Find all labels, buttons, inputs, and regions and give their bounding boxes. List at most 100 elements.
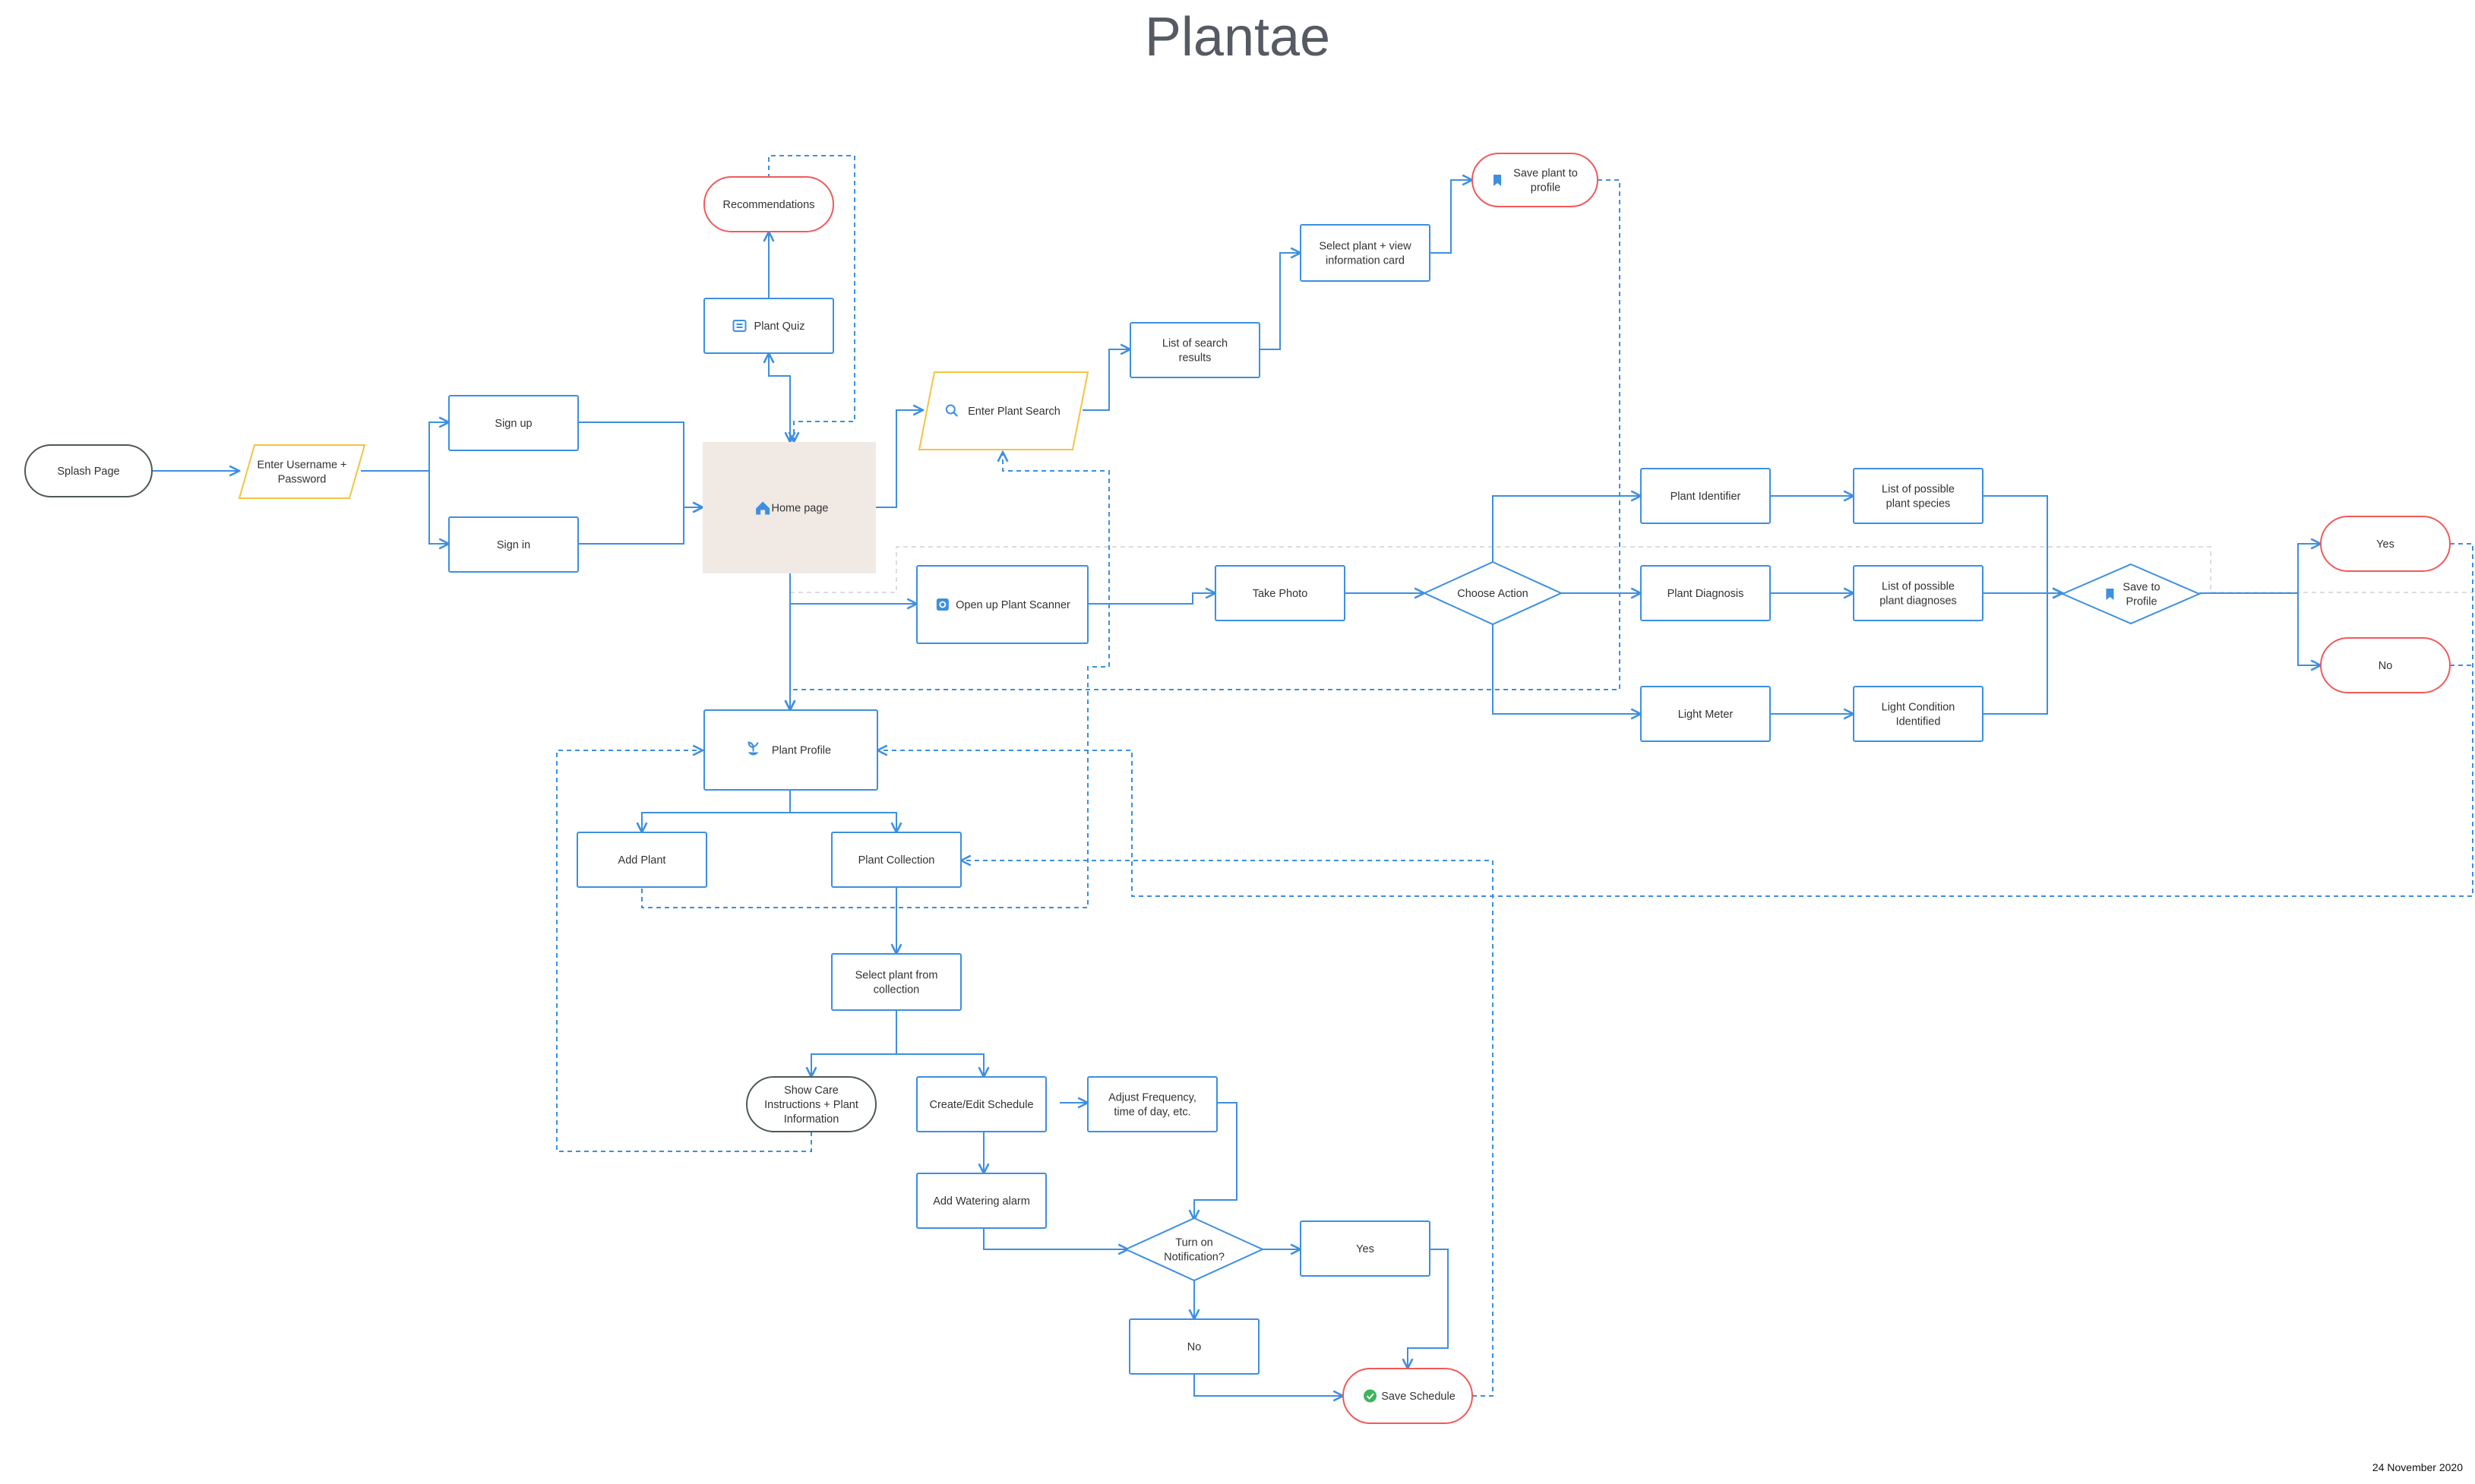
node-signup[interactable]: Sign up (448, 395, 579, 451)
node-label: Enter Plant Search (968, 406, 1060, 418)
node-label: Yes (2376, 538, 2394, 551)
node-schedule[interactable]: Create/Edit Schedule (916, 1076, 1047, 1132)
node-home[interactable]: Home page (703, 442, 876, 573)
connector (876, 410, 923, 508)
connector (983, 1227, 1128, 1249)
node-collection[interactable]: Plant Collection (831, 832, 962, 888)
connector (811, 1010, 897, 1077)
home-icon (756, 501, 770, 515)
node-signin[interactable]: Sign in (448, 516, 579, 573)
node-label: Create/Edit Schedule (929, 1099, 1033, 1111)
node-identifier[interactable]: Plant Identifier (1640, 468, 1771, 524)
connector (642, 790, 791, 832)
node-quiz[interactable]: Plant Quiz (703, 298, 834, 354)
connector (578, 422, 703, 507)
node-label: Add Watering alarm (933, 1195, 1030, 1208)
node-splash[interactable]: Splash Page (24, 444, 153, 497)
connector (361, 422, 449, 472)
node-save-schedule[interactable]: Save Schedule (1342, 1368, 1473, 1424)
node-label: Sign up (495, 418, 532, 430)
connector (578, 507, 703, 545)
connector (769, 353, 791, 442)
connector (1430, 180, 1472, 254)
node-scanner[interactable]: Open up Plant Scanner (916, 565, 1089, 644)
scanner-icon (936, 598, 949, 611)
connector (2297, 593, 2321, 665)
connector (1194, 1102, 1238, 1220)
node-take-photo[interactable]: Take Photo (1215, 565, 1345, 621)
diagram-title: Plantae (1144, 7, 1331, 68)
connector (789, 573, 917, 604)
node-add-plant[interactable]: Add Plant (577, 832, 707, 888)
node-label: Home page (772, 503, 829, 515)
node-recommendations[interactable]: Recommendations (703, 176, 834, 232)
connector (877, 543, 2473, 897)
node-alarm[interactable]: Add Watering alarm (916, 1173, 1047, 1229)
connector (896, 1053, 984, 1077)
node-label: Sign in (497, 539, 530, 551)
diagram-date: 24 November 2020 (2372, 1461, 2463, 1473)
node-label: Plant Quiz (754, 320, 805, 333)
node-search[interactable]: Enter Plant Search (918, 371, 1089, 450)
node-choose-action[interactable]: Choose Action (1422, 560, 1563, 626)
connector (1492, 624, 1641, 714)
node-label: Splash Page (57, 466, 119, 478)
connector (790, 812, 896, 832)
node-light-meter[interactable]: Light Meter (1640, 686, 1771, 742)
node-adjust[interactable]: Adjust Frequency,time of day, etc. (1087, 1076, 1218, 1132)
search-icon (945, 404, 959, 417)
node-label: Take Photo (1253, 588, 1308, 600)
connector (790, 179, 1620, 710)
connector (1088, 593, 1215, 605)
connector (1492, 496, 1641, 562)
node-label: No (1187, 1341, 1202, 1353)
node-label: Save Schedule (1381, 1391, 1456, 1403)
node-plant-profile[interactable]: Plant Profile (703, 709, 878, 791)
node-label: Plant Collection (858, 854, 935, 867)
connector (1260, 253, 1301, 350)
node-label: No (2379, 660, 2393, 672)
node-no-top[interactable]: No (2320, 637, 2451, 693)
quiz-icon (732, 320, 747, 332)
connector (768, 353, 790, 442)
check-circle-icon (1364, 1389, 1377, 1403)
node-no-bottom[interactable]: No (1129, 1318, 1260, 1375)
node-label: Choose Action (1457, 588, 1528, 600)
node-label: Recommendations (723, 199, 815, 211)
node-label: Add Plant (618, 854, 666, 867)
node-enter-user[interactable]: Enter Username +Password (238, 444, 366, 499)
node-yes-top[interactable]: Yes (2320, 516, 2451, 572)
bookmark-icon (2106, 589, 2114, 600)
node-label: Light Meter (1678, 709, 1734, 721)
connector (1193, 1373, 1343, 1396)
node-diagnosis[interactable]: Plant Diagnosis (1640, 565, 1771, 621)
node-label: Plant Diagnosis (1667, 588, 1744, 600)
connector (768, 155, 855, 442)
connector (1083, 349, 1130, 411)
node-yes-bottom[interactable]: Yes (1300, 1220, 1430, 1277)
node-label: Enter Username +Password (257, 459, 346, 486)
node-label: Adjust Frequency,time of day, etc. (1108, 1092, 1196, 1119)
connector (2199, 544, 2321, 594)
